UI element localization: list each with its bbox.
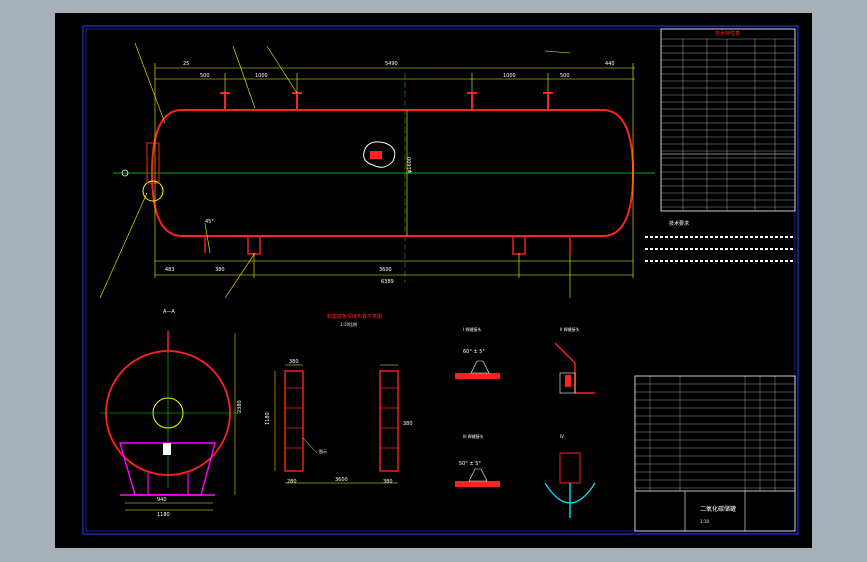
inner-frame	[85, 28, 796, 532]
end-view-label: A—A	[163, 309, 175, 315]
detail-1-angle: 60° ± 5°	[463, 349, 485, 355]
weld-details: I 焊缝接头 60° ± 5° III 焊缝接头 50° ± 5° II 焊缝接…	[455, 326, 596, 518]
detail-3-angle: 50° ± 5°	[459, 461, 481, 467]
left-nozzle-mark	[121, 169, 129, 177]
dim-end-height: 2380	[237, 400, 243, 413]
nameplate	[370, 151, 382, 159]
spec-table-title: 技术特性表	[715, 30, 740, 37]
dim-saddle-left: 380	[215, 267, 225, 273]
nameplate-outline	[363, 141, 396, 168]
cad-drawing-canvas: 5490 25 440 500 1000 1000 500 φ1600 483 …	[82, 25, 799, 535]
end-view-drain	[163, 443, 171, 455]
dim-nozzle-right-2: 500	[560, 73, 570, 79]
saddle-supports	[247, 235, 526, 255]
dim-plate-bottom-right: 380	[383, 479, 393, 485]
dim-left-bottom: 483	[165, 267, 175, 273]
end-view: A—A 940 1180 2380	[100, 309, 243, 518]
top-nozzles	[220, 92, 553, 110]
plate-callout: 图示	[319, 448, 327, 454]
dim-nozzle-left-2: 1000	[255, 73, 268, 79]
dim-nozzle-left-1: 500	[200, 73, 210, 79]
dim-nozzle-right-1: 1000	[503, 73, 516, 79]
spec-table: 技术特性表 技术要求	[645, 28, 796, 262]
detail-1-label: I 焊缝接头	[463, 326, 481, 332]
dim-end-base: 1180	[157, 512, 170, 518]
vessel-elevation: 5490 25 440 500 1000 1000 500 φ1600 483 …	[99, 42, 655, 299]
plate-view: 鞍座底板焊缝布置示意图 1:10比例 380 1180 3600 380 280…	[265, 313, 413, 485]
dim-plate-top: 380	[289, 359, 299, 365]
dim-left-tangent: 25	[183, 61, 189, 67]
left-manhole	[142, 180, 164, 202]
dimension-lines	[99, 42, 635, 299]
dim-plate-right: 380	[403, 421, 413, 427]
bottom-nozzles	[204, 236, 571, 253]
dim-diameter: φ1600	[407, 157, 413, 173]
dim-end-width: 940	[157, 497, 167, 503]
title-block: 二氧化碳储罐 1:10	[634, 375, 796, 532]
dim-plate-height: 1180	[265, 412, 271, 425]
cad-viewport[interactable]: 5490 25 440 500 1000 1000 500 φ1600 483 …	[55, 13, 812, 548]
title-block-scale: 1:10	[700, 519, 709, 524]
detail-2-label: II 焊缝接头	[560, 326, 580, 332]
detail-1-plate	[455, 373, 500, 379]
dim-plate-bottom-left: 280	[287, 479, 297, 485]
outer-frame	[82, 25, 799, 535]
detail-4-label: IV	[560, 434, 564, 439]
left-flange	[146, 142, 160, 184]
dim-overall-length: 6389	[381, 279, 394, 285]
plate-right	[379, 370, 399, 472]
vessel-shell	[150, 109, 635, 237]
dim-plate-width: 3600	[335, 477, 348, 483]
tech-requirements-title: 技术要求	[669, 220, 689, 227]
dim-saddle-span: 3600	[379, 267, 392, 273]
title-block-name: 二氧化碳储罐	[700, 505, 736, 513]
detail-3-plate	[455, 481, 500, 487]
dim-overall-top: 5490	[385, 61, 398, 67]
detail-3-label: III 焊缝接头	[463, 433, 484, 439]
dim-small-angle: 45°	[205, 219, 214, 225]
plate-view-subtitle: 1:10比例	[340, 321, 357, 327]
plate-left	[284, 370, 304, 472]
dim-right-tangent: 440	[605, 61, 615, 67]
plate-view-title: 鞍座底板焊缝布置示意图	[327, 313, 382, 320]
